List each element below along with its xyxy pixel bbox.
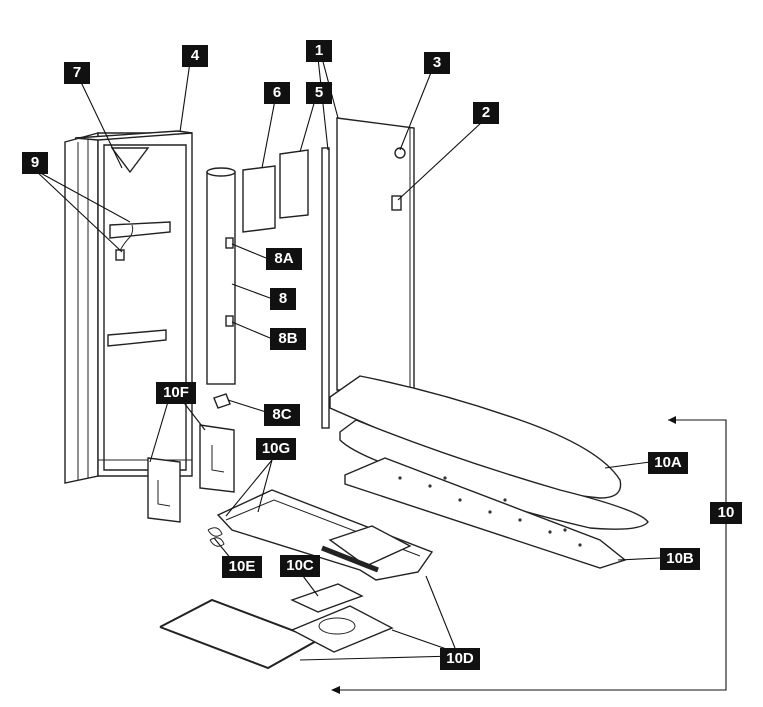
rail-part-5 bbox=[321, 147, 330, 429]
callout-6: 6 bbox=[264, 82, 290, 104]
callout-8: 8 bbox=[270, 288, 296, 310]
callout-8c: 8C bbox=[264, 404, 300, 426]
callout-4: 4 bbox=[182, 45, 208, 67]
cabinet-frame bbox=[64, 130, 193, 484]
callout-10a: 10A bbox=[648, 452, 688, 474]
callout-10f: 10F bbox=[156, 382, 196, 404]
panel-part-6 bbox=[242, 149, 309, 233]
latch-part-2 bbox=[391, 195, 402, 211]
back-panel-part-1 bbox=[336, 117, 415, 391]
cabinet-shelf-upper bbox=[109, 221, 171, 239]
callout-5: 5 bbox=[306, 82, 332, 104]
callout-10d: 10D bbox=[440, 648, 480, 670]
column-part-8 bbox=[206, 167, 236, 385]
leader-lines bbox=[34, 57, 727, 694]
spring-10e bbox=[207, 527, 225, 547]
bracket-10f-right bbox=[199, 424, 235, 493]
callout-10: 10 bbox=[710, 502, 742, 524]
part-10c bbox=[290, 583, 364, 613]
callout-10g: 10G bbox=[256, 438, 296, 460]
cabinet-shelf-lower bbox=[107, 329, 167, 347]
base-frame-10d bbox=[159, 598, 321, 670]
callout-7: 7 bbox=[64, 62, 90, 84]
bracket-10f-left bbox=[147, 457, 181, 523]
callout-3: 3 bbox=[424, 52, 450, 74]
knob-part-3 bbox=[394, 147, 406, 159]
plate-10d bbox=[290, 605, 394, 653]
callout-1: 1 bbox=[306, 40, 332, 62]
plate-10g bbox=[321, 525, 412, 573]
block-8c bbox=[213, 393, 231, 409]
callout-10b: 10B bbox=[660, 548, 700, 570]
callout-9: 9 bbox=[22, 152, 48, 174]
cabinet-bracket-triangle bbox=[110, 147, 150, 174]
callout-8a: 8A bbox=[266, 248, 302, 270]
callout-10c: 10C bbox=[280, 555, 320, 577]
callout-8b: 8B bbox=[270, 328, 306, 350]
callout-10e: 10E bbox=[222, 556, 262, 578]
callout-2: 2 bbox=[473, 102, 499, 124]
